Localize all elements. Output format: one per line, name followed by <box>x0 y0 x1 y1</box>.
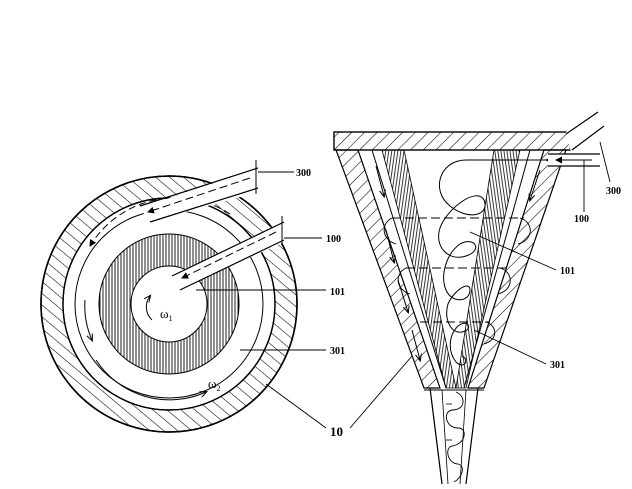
inlet-pipe-100-left <box>171 216 285 291</box>
inlet-pipe-300-right <box>565 111 611 183</box>
label-101-left: 101 <box>330 287 345 298</box>
omega2-symbol: ω2 <box>208 376 221 393</box>
label-300-left: 300 <box>296 168 311 179</box>
inlet-pipe-300-left <box>139 160 259 223</box>
annulus-flow-arrow <box>89 197 231 247</box>
label-10: 10 <box>330 424 343 439</box>
helical-flow-path <box>438 156 552 366</box>
label-301-right: 301 <box>550 360 565 371</box>
cone-section-view: 300 100 101 301 <box>333 111 621 485</box>
outlet-nozzle <box>424 387 484 485</box>
label-300-right: 300 <box>606 186 621 197</box>
cone-wall-right <box>467 149 567 389</box>
label-100-left: 100 <box>326 234 341 245</box>
label-100-right: 100 <box>574 214 589 225</box>
top-plate <box>333 131 571 151</box>
omega1-symbol: ω1 <box>160 306 173 323</box>
inlet-pipe-100-right <box>548 153 602 212</box>
label-101-right: 101 <box>560 266 575 277</box>
cone-wall-left <box>335 149 441 389</box>
inner-rotation-arrow <box>146 296 153 321</box>
cross-section-view: ω1 ω2 300 100 101 301 <box>40 160 345 433</box>
label-301-left: 301 <box>330 346 345 357</box>
core-stripe-right <box>455 149 521 389</box>
